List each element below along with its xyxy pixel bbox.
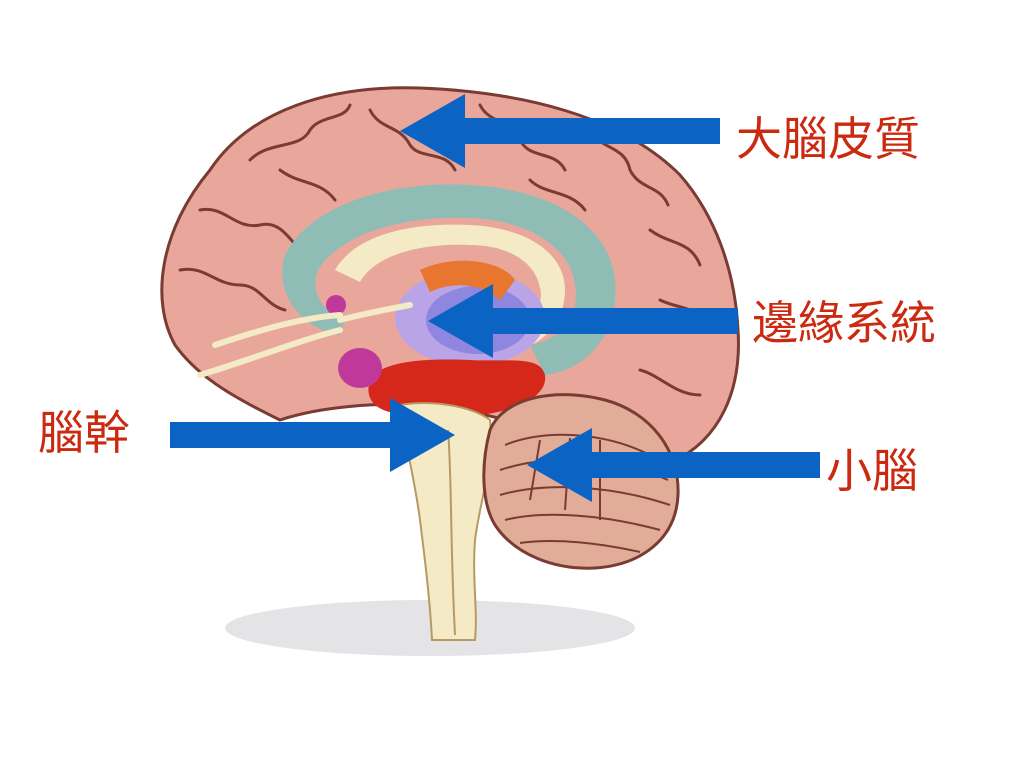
label-cerebral-cortex: 大腦皮質	[736, 116, 920, 162]
arrow-brainstem	[170, 398, 455, 472]
label-limbic-system: 邊緣系統	[752, 300, 936, 346]
arrow-limbic-system	[428, 284, 738, 358]
arrow-cerebral-cortex	[400, 94, 720, 168]
label-cerebellum: 小腦	[826, 448, 918, 494]
arrow-cerebellum	[527, 428, 820, 502]
label-brainstem: 腦幹	[38, 410, 130, 456]
